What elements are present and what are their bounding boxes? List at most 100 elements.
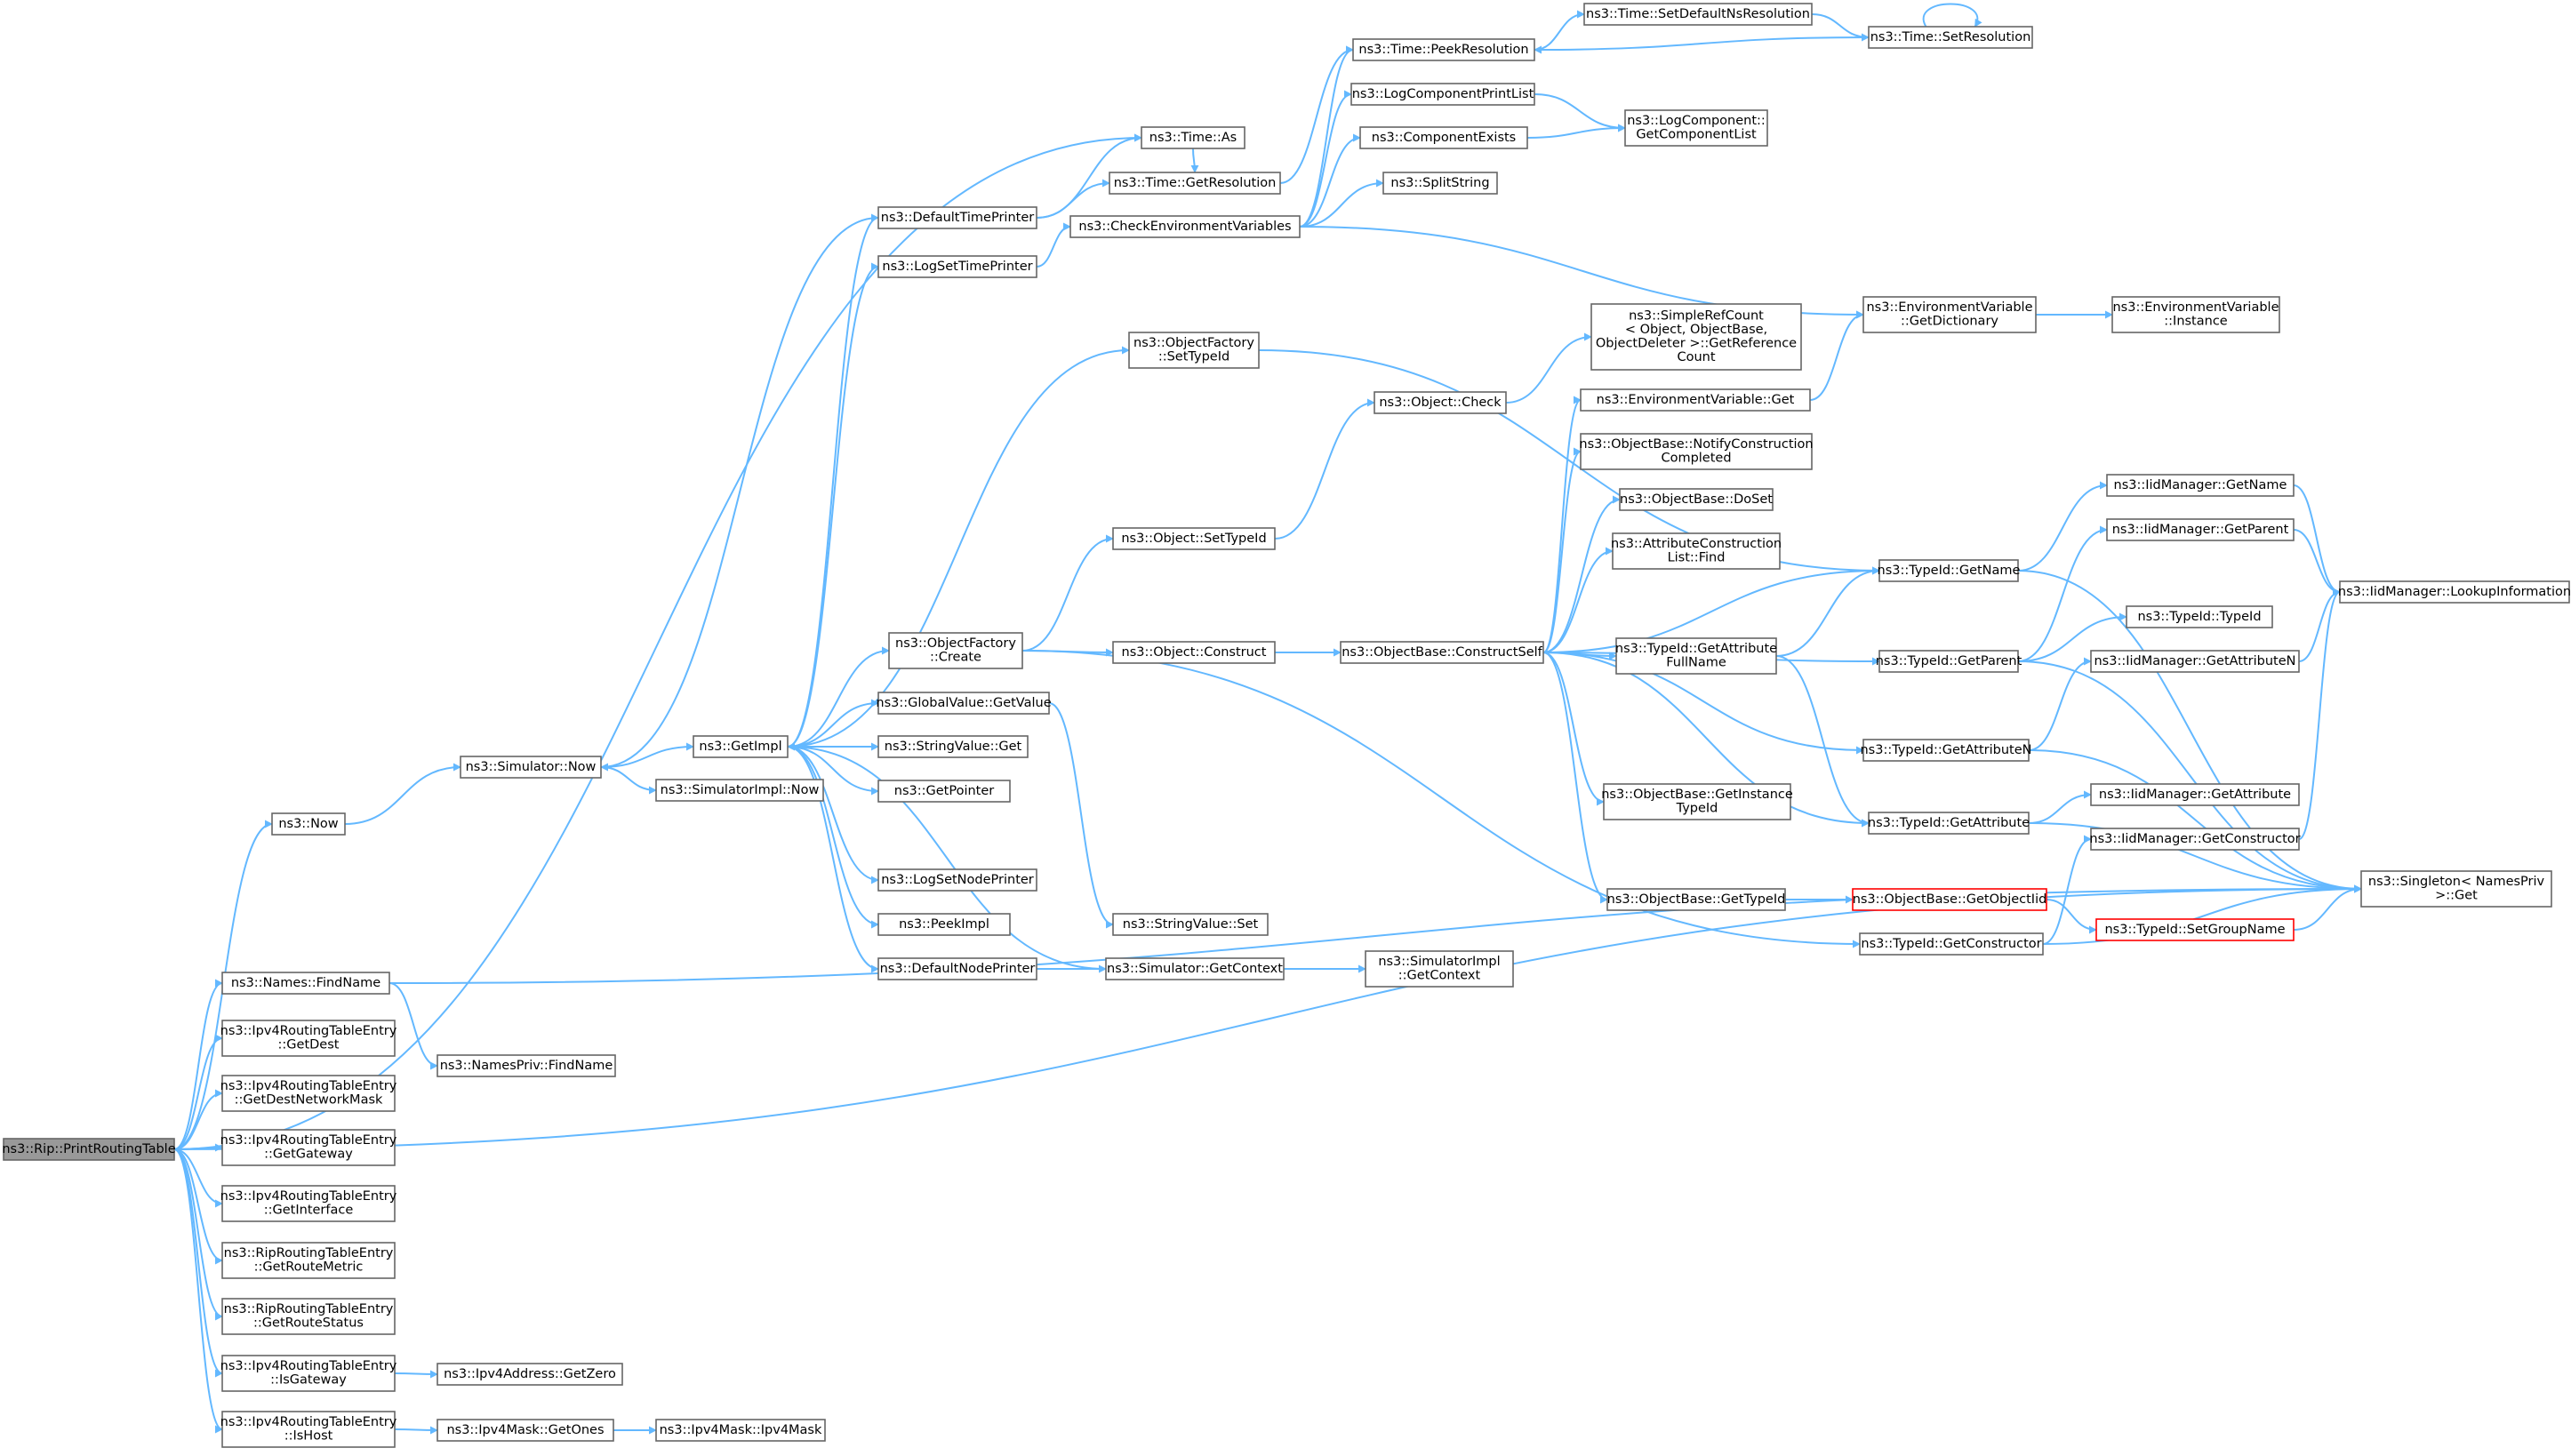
node-logsetnodeprinter[interactable]: ns3::LogSetNodePrinter (877, 868, 1037, 892)
node-getobjectiid[interactable]: ns3::ObjectBase::GetObjectIid (1852, 888, 2047, 911)
node-envvar_getdictionary[interactable]: ns3::EnvironmentVariable::GetDictionary (1862, 296, 2037, 333)
node-typeid_getconstructor[interactable]: ns3::TypeId::GetConstructor (1859, 932, 2044, 956)
node-time_getresolution[interactable]: ns3::Time::GetResolution (1109, 172, 1281, 195)
node-time_peekresolution[interactable]: ns3::Time::PeekResolution (1352, 38, 1535, 61)
node-time_setdefaultnsres[interactable]: ns3::Time::SetDefaultNsResolution (1583, 3, 1813, 26)
node-doset[interactable]: ns3::ObjectBase::DoSet (1619, 488, 1774, 511)
node-globalvalue_getvalue[interactable]: ns3::GlobalValue::GetValue (876, 692, 1052, 715)
node-splitstring[interactable]: ns3::SplitString (1382, 172, 1498, 195)
node-componentexists[interactable]: ns3::ComponentExists (1359, 126, 1528, 149)
node-time_setresolution[interactable]: ns3::Time::SetResolution (1868, 26, 2033, 49)
edge-typeid_getparent-to-singleton_get (2017, 660, 2362, 893)
node-logcomponentprintlist[interactable]: ns3::LogComponentPrintList (1350, 83, 1535, 106)
node-logsettimeprinter[interactable]: ns3::LogSetTimePrinter (877, 255, 1037, 278)
node-object_construct[interactable]: ns3::Object::Construct (1112, 641, 1276, 664)
node-notifyconstruction[interactable]: ns3::ObjectBase::NotifyConstructionCompl… (1579, 433, 1814, 470)
node-typeid_typeid[interactable]: ns3::TypeId::TypeId (2126, 605, 2273, 628)
node-ipv4mask_ctor[interactable]: ns3::Ipv4Mask::Ipv4Mask (655, 1419, 826, 1442)
node-root[interactable]: ns3::Rip::PrintRoutingTable (2, 1138, 176, 1161)
node-label: ns3::Ipv4RoutingTableEntry (220, 1359, 397, 1373)
node-object_settypeid[interactable]: ns3::Object::SetTypeId (1112, 527, 1276, 550)
node-isgateway[interactable]: ns3::Ipv4RoutingTableEntry::IsGateway (220, 1355, 397, 1392)
node-defaulttimeprinter[interactable]: ns3::DefaultTimePrinter (877, 206, 1037, 229)
node-layer: ns3::Rip::PrintRoutingTablens3::Nowns3::… (2, 3, 2571, 1448)
node-simulatorimpl_getcontext[interactable]: ns3::SimulatorImpl::GetContext (1365, 950, 1514, 988)
node-label: ns3::ComponentExists (1372, 131, 1517, 145)
node-stringvalue_get[interactable]: ns3::StringValue::Get (877, 735, 1029, 758)
node-iidmanager_getname[interactable]: ns3::IidManager::GetName (2106, 474, 2295, 497)
node-typeid_setgroupname[interactable]: ns3::TypeId::SetGroupName (2095, 918, 2295, 941)
node-label: ns3::LogComponentPrintList (1352, 87, 1534, 101)
node-simplerefcount[interactable]: ns3::SimpleRefCount< Object, ObjectBase,… (1590, 303, 1802, 371)
node-envvar_get[interactable]: ns3::EnvironmentVariable::Get (1580, 388, 1811, 412)
node-getroutestatus[interactable]: ns3::RipRoutingTableEntry::GetRouteStatu… (221, 1298, 396, 1335)
node-label: ns3::TypeId::GetConstructor (1861, 937, 2041, 951)
node-ipv4mask_getones[interactable]: ns3::Ipv4Mask::GetOnes (437, 1419, 614, 1442)
edge-typeid_getattribute-to-singleton_get (2028, 822, 2362, 893)
node-iidmanager_lookupinformation[interactable]: ns3::IidManager::LookupInformation (2338, 580, 2571, 604)
node-label: TypeId (1676, 802, 1718, 816)
node-box (877, 957, 1037, 980)
node-box (2126, 605, 2273, 628)
node-label: ::GetContext (1398, 969, 1481, 983)
node-now[interactable]: ns3::Now (271, 812, 346, 836)
node-box (221, 972, 390, 995)
node-box (1382, 172, 1498, 195)
node-names_findname[interactable]: ns3::Names::FindName (221, 972, 390, 995)
node-namespriv_findname[interactable]: ns3::NamesPriv::FindName (437, 1054, 616, 1077)
node-getgateway[interactable]: ns3::Ipv4RoutingTableEntry::GetGateway (220, 1129, 397, 1166)
node-objectfactory_settypeid[interactable]: ns3::ObjectFactory::SetTypeId (1128, 332, 1260, 369)
node-simulator_getcontext[interactable]: ns3::Simulator::GetContext (1105, 957, 1285, 980)
node-envvar_instance[interactable]: ns3::EnvironmentVariable::Instance (2111, 296, 2280, 333)
node-objectbase_constructself[interactable]: ns3::ObjectBase::ConstructSelf (1340, 641, 1544, 664)
node-object_check[interactable]: ns3::Object::Check (1374, 391, 1507, 414)
node-simulatorimpl_now[interactable]: ns3::SimulatorImpl::Now (655, 779, 824, 802)
node-iidmanager_getconstructor[interactable]: ns3::IidManager::GetConstructor (2089, 828, 2301, 851)
node-stringvalue_set[interactable]: ns3::StringValue::Set (1112, 913, 1269, 936)
node-getroutemetric[interactable]: ns3::RipRoutingTableEntry::GetRouteMetri… (221, 1242, 396, 1279)
node-getdestmask[interactable]: ns3::Ipv4RoutingTableEntry::GetDestNetwo… (220, 1075, 397, 1112)
node-objectfactory_create[interactable]: ns3::ObjectFactory::Create (888, 632, 1023, 669)
edge-typeid_getparent-to-iidmanager_getparent (2017, 525, 2108, 662)
node-getinterface[interactable]: ns3::Ipv4RoutingTableEntry::GetInterface (220, 1185, 397, 1222)
node-label: ns3::TypeId::GetAttribute (1868, 816, 2030, 830)
node-objectbase_gettypeid[interactable]: ns3::ObjectBase::GetTypeId (1606, 888, 1786, 911)
node-defaultnodeprinter[interactable]: ns3::DefaultNodePrinter (877, 957, 1037, 980)
edge-getimpl-to-defaulttimeprinter (787, 213, 879, 748)
node-simulator_now[interactable]: ns3::Simulator::Now (460, 756, 602, 779)
node-label: ::IsGateway (270, 1373, 347, 1388)
node-label: ns3::PeekImpl (899, 917, 989, 932)
node-getpointer[interactable]: ns3::GetPointer (877, 780, 1011, 803)
node-logcomponent_getcomponentlist[interactable]: ns3::LogComponent::GetComponentList (1624, 109, 1768, 147)
node-singleton_get[interactable]: ns3::Singleton< NamesPriv>::Get (2360, 870, 2552, 908)
node-typeid_getname[interactable]: ns3::TypeId::GetName (1878, 559, 2021, 582)
edge-typeid_setgroupname-to-singleton_get (2293, 884, 2362, 931)
node-box (3, 1138, 175, 1161)
node-typeid_getparent[interactable]: ns3::TypeId::GetParent (1876, 650, 2022, 673)
node-box (221, 1020, 396, 1057)
node-iidmanager_getattribute[interactable]: ns3::IidManager::GetAttribute (2090, 783, 2300, 806)
node-iidmanager_getparent[interactable]: ns3::IidManager::GetParent (2106, 518, 2295, 541)
node-time_as[interactable]: ns3::Time::As (1141, 126, 1245, 149)
edge-time_peekresolution-to-time_setdefaultnsres (1534, 10, 1585, 51)
node-label: ns3::IidManager::LookupInformation (2338, 585, 2571, 599)
node-typeid_getattributen[interactable]: ns3::TypeId::GetAttributeN (1860, 739, 2032, 762)
node-label: ns3::StringValue::Set (1123, 917, 1259, 932)
node-box (1619, 488, 1774, 511)
node-iidmanager_getattributen[interactable]: ns3::IidManager::GetAttributeN (2090, 650, 2300, 673)
node-box (877, 913, 1011, 936)
node-label: ns3::LogComponent:: (1627, 114, 1766, 128)
node-label: ns3::EnvironmentVariable::Get (1597, 393, 1795, 407)
node-checkenv[interactable]: ns3::CheckEnvironmentVariables (1069, 215, 1301, 238)
node-ipv4address_getzero[interactable]: ns3::Ipv4Address::GetZero (437, 1363, 623, 1386)
edge-objectbase_constructself-to-notifyconstruction (1542, 447, 1582, 653)
node-getdest[interactable]: ns3::Ipv4RoutingTableEntry::GetDest (220, 1020, 397, 1057)
node-peekimpl[interactable]: ns3::PeekImpl (877, 913, 1011, 936)
node-getimpl[interactable]: ns3::GetImpl (693, 735, 789, 758)
node-typeid_getattribute[interactable]: ns3::TypeId::GetAttribute (1868, 812, 2030, 835)
node-ishost[interactable]: ns3::Ipv4RoutingTableEntry::IsHost (220, 1411, 397, 1448)
